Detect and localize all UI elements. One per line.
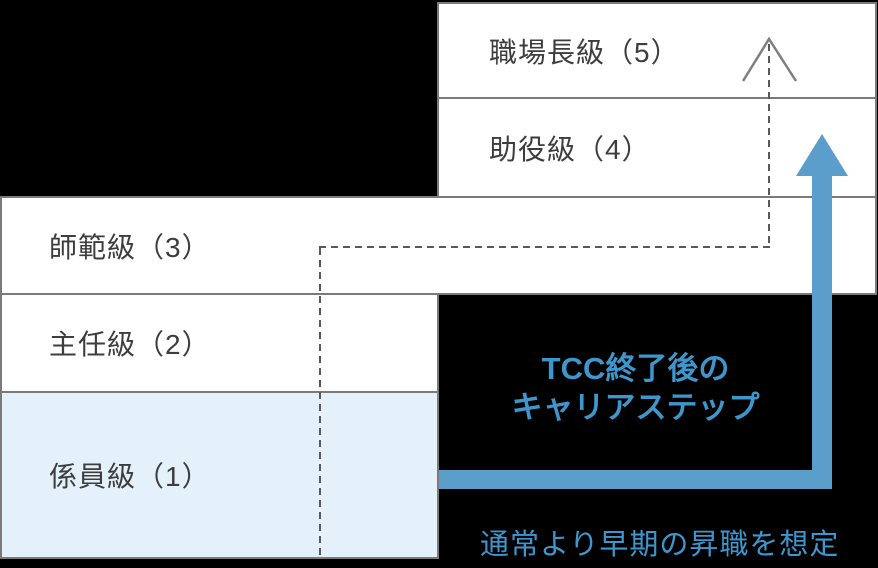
level-box-5: 職場長級（5） [437, 2, 877, 99]
level-3-label: 師範級（3） [49, 231, 211, 263]
level-5-label: 職場長級（5） [489, 36, 680, 68]
dashed-path-vertical-end [768, 44, 770, 247]
level-box-2: 主任級（2） [0, 293, 439, 393]
level-1-label: 係員級（1） [49, 461, 211, 492]
promotion-arrow-vertical [812, 172, 832, 489]
tcc-caption: TCC終了後の キャリアステップ [439, 349, 832, 427]
dashed-path-vertical-start [319, 248, 321, 556]
tcc-caption-line2: キャリアステップ [511, 390, 760, 425]
promotion-arrow-horizontal [439, 470, 832, 489]
level-2-label: 主任級（2） [49, 329, 211, 360]
bottom-note: 通常より早期の昇職を想定 [480, 529, 840, 561]
level-4-label: 助役級（4） [489, 133, 651, 165]
tcc-caption-line1: TCC終了後の [541, 351, 730, 386]
dashed-path-horizontal [319, 246, 771, 248]
promotion-arrow-head-icon [796, 134, 848, 176]
open-arrowhead-icon [741, 36, 798, 82]
level-box-1: 係員級（1） [0, 391, 439, 559]
